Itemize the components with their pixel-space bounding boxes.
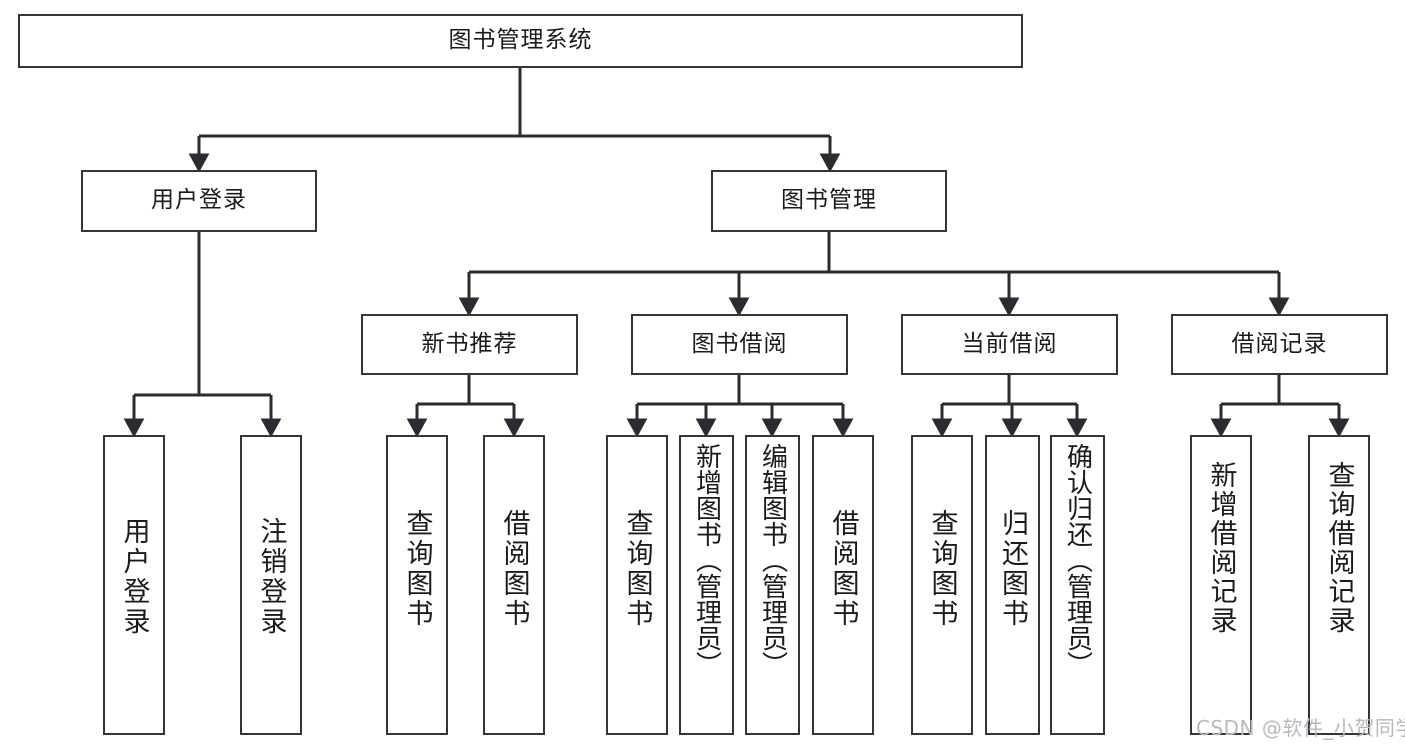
node-leaf-user-login-label: 用户登录 [118,517,150,637]
node-borrow-record-label: 借阅记录 [1231,330,1328,357]
node-current-borrow[interactable]: 当前借阅 [901,314,1118,375]
node-leaf-borrow-book-2[interactable]: 借阅图书 [812,435,874,735]
node-leaf-query-book-3-label: 查询图书 [926,509,958,629]
node-leaf-query-book-1-label: 查询图书 [401,509,433,629]
node-borrow-record[interactable]: 借阅记录 [1171,314,1388,375]
node-leaf-edit-book[interactable]: 编辑图书（管理员） [745,435,800,735]
node-leaf-query-record[interactable]: 查询借阅记录 [1308,435,1370,735]
node-leaf-edit-book-label: 编辑图书（管理员） [757,443,788,677]
node-user-login[interactable]: 用户登录 [81,170,317,232]
node-root[interactable]: 图书管理系统 [18,14,1023,68]
node-book-manage[interactable]: 图书管理 [711,170,947,232]
node-leaf-user-logout-label: 注销登录 [255,517,287,637]
node-book-borrow[interactable]: 图书借阅 [631,314,848,375]
node-leaf-return-book-label: 归还图书 [997,509,1028,629]
node-root-label: 图书管理系统 [448,27,593,54]
node-current-borrow-label: 当前借阅 [961,330,1058,357]
node-leaf-borrow-book-2-label: 借阅图书 [827,509,859,629]
node-leaf-user-logout[interactable]: 注销登录 [240,435,302,735]
node-leaf-add-record[interactable]: 新增借阅记录 [1190,435,1252,735]
node-leaf-borrow-book-1-label: 借阅图书 [498,509,530,629]
node-leaf-add-record-label: 新增借阅记录 [1205,461,1237,635]
node-book-manage-label: 图书管理 [781,187,877,214]
node-new-book-rec[interactable]: 新书推荐 [361,314,578,375]
node-book-borrow-label: 图书借阅 [691,330,788,357]
node-leaf-confirm-return[interactable]: 确认归还（管理员） [1050,435,1105,735]
node-leaf-query-book-3[interactable]: 查询图书 [911,435,973,735]
node-leaf-query-record-label: 查询借阅记录 [1323,461,1355,635]
node-user-login-label: 用户登录 [151,187,247,214]
node-new-book-rec-label: 新书推荐 [421,330,518,357]
node-leaf-user-login[interactable]: 用户登录 [103,435,165,735]
node-leaf-return-book[interactable]: 归还图书 [985,435,1040,735]
node-leaf-query-book-2-label: 查询图书 [621,509,653,629]
node-leaf-query-book-2[interactable]: 查询图书 [606,435,668,735]
node-leaf-borrow-book-1[interactable]: 借阅图书 [483,435,545,735]
node-leaf-add-book-label: 新增图书（管理员） [691,443,722,677]
node-leaf-add-book[interactable]: 新增图书（管理员） [679,435,734,735]
node-leaf-query-book-1[interactable]: 查询图书 [386,435,448,735]
node-leaf-confirm-return-label: 确认归还（管理员） [1062,443,1093,677]
csdn-watermark: CSDN @软件_小贺同学 [1196,716,1405,740]
